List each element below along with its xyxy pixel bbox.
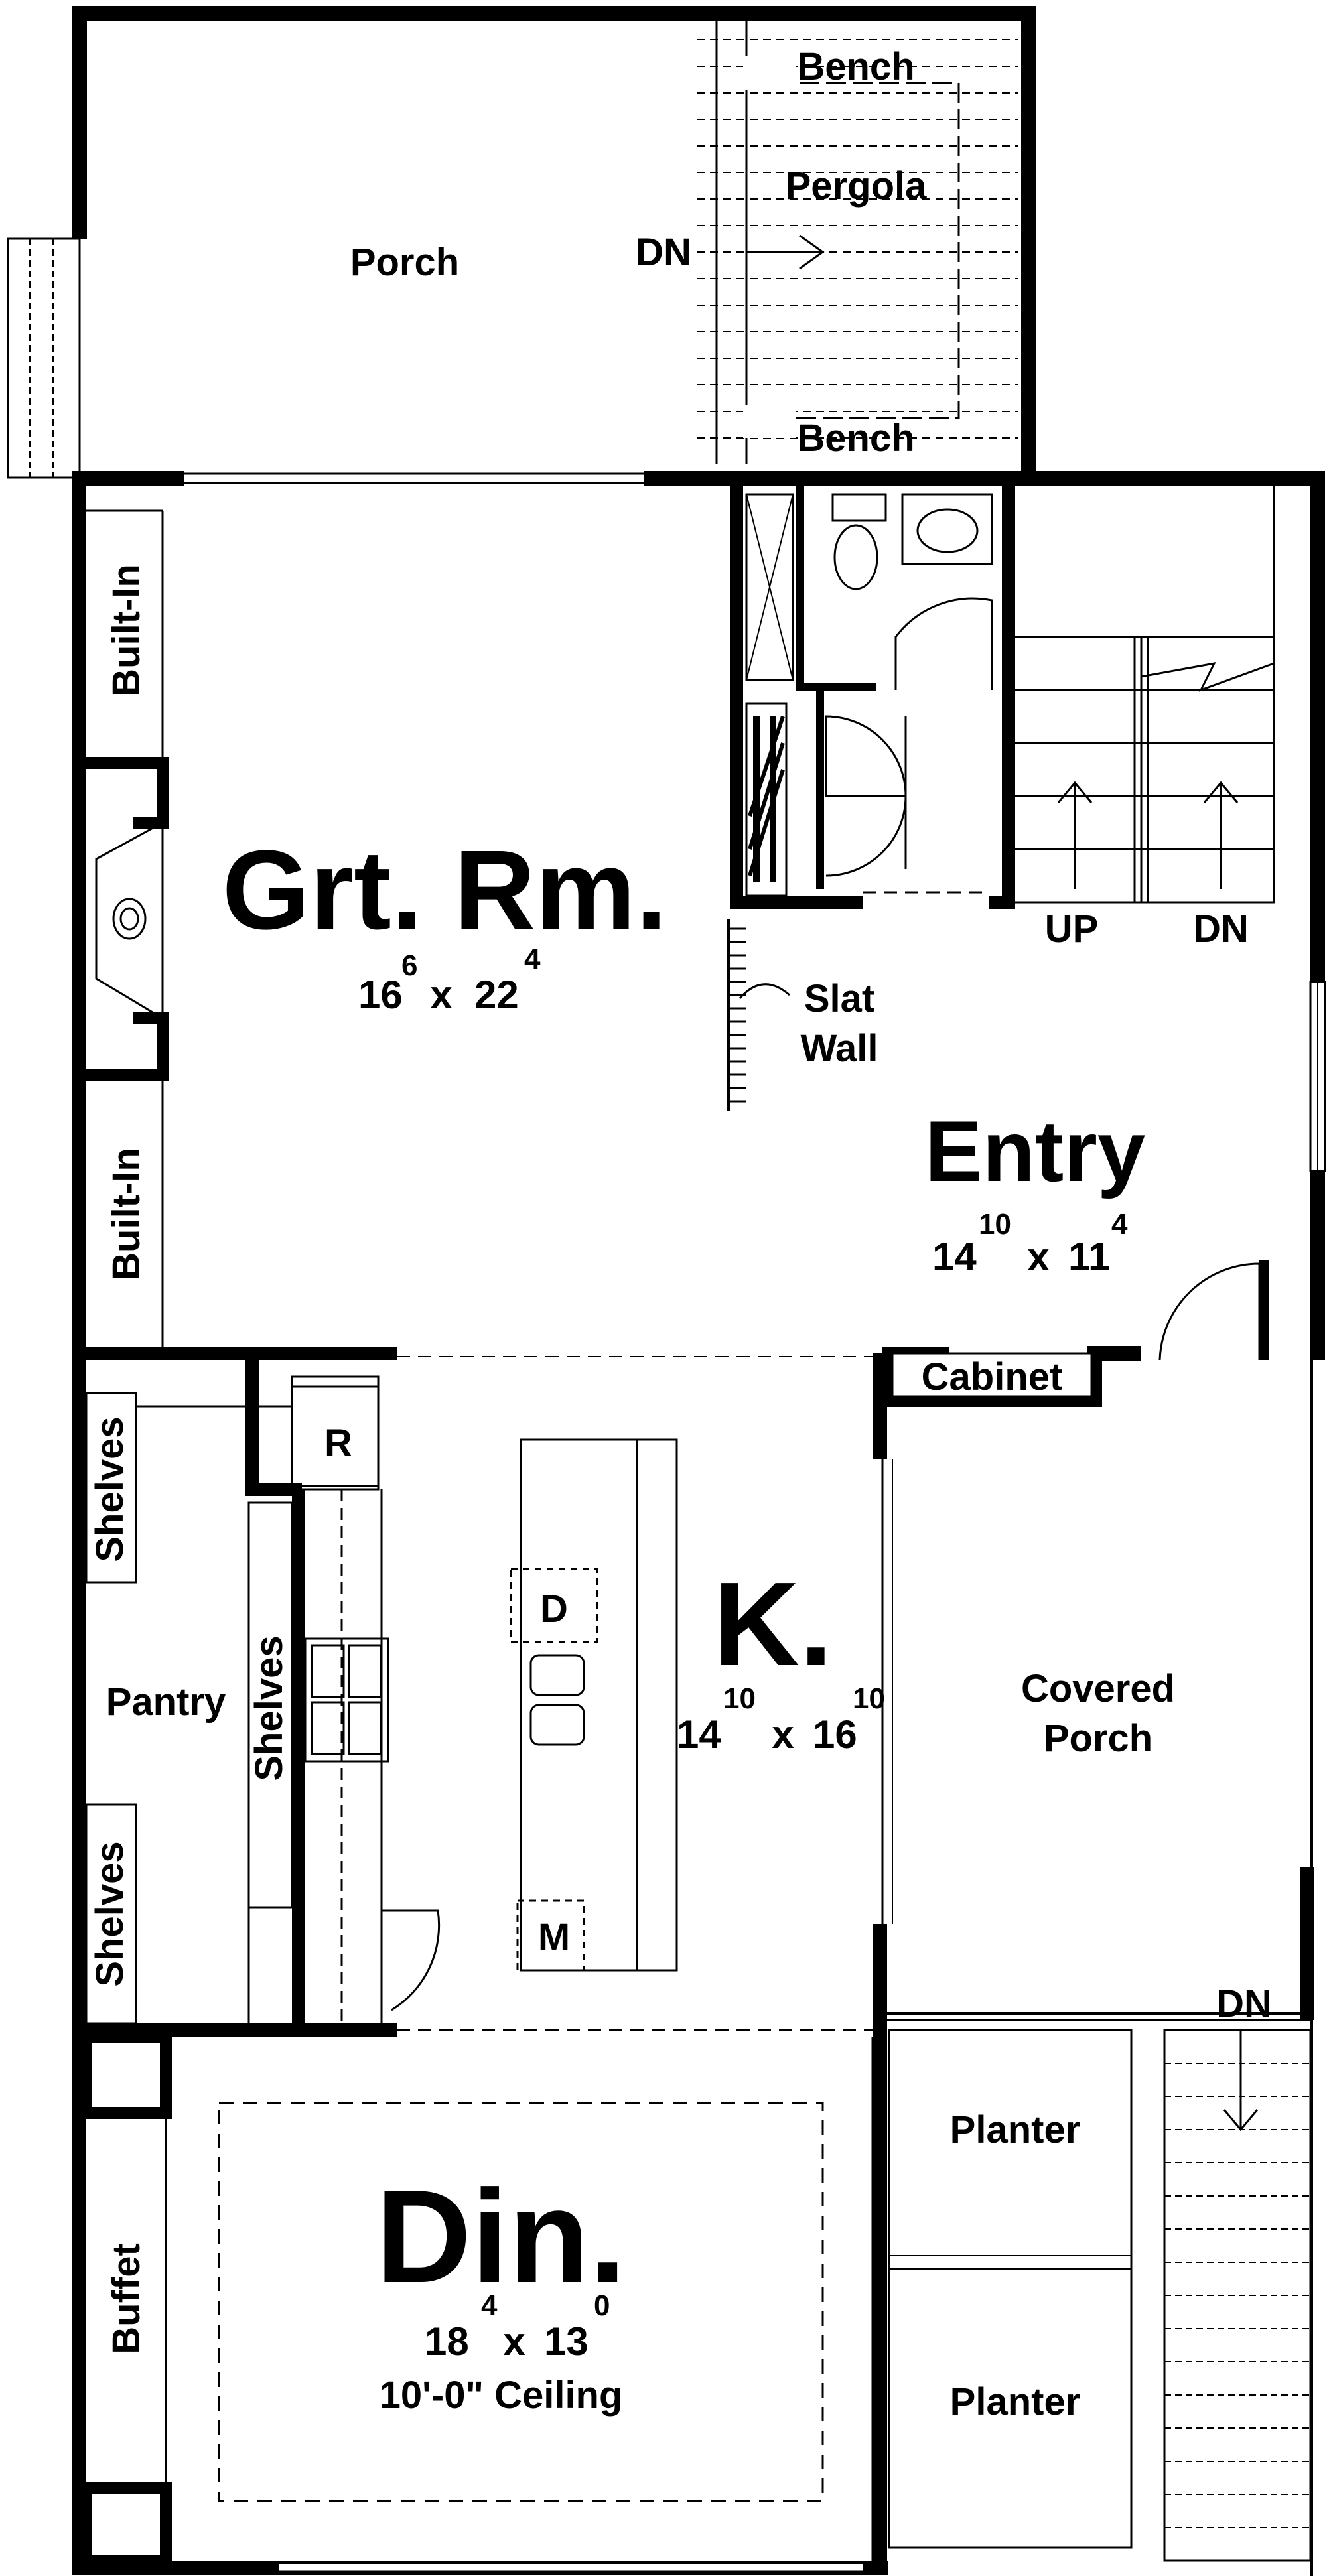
pergola-slats — [697, 39, 1018, 439]
dining-width-inches: 4 — [481, 2289, 498, 2322]
kitchen-fixtures — [245, 1356, 893, 2031]
kitchen-depth: 16 — [813, 1712, 857, 1757]
great-room-label: Grt. Rm. — [222, 827, 667, 953]
stair-dn-label: DN — [1193, 908, 1249, 951]
pantry-shelves — [85, 1392, 293, 2025]
buffet-label: Buffet — [105, 2243, 148, 2354]
cabinet-label: Cabinet — [922, 1355, 1063, 1398]
covered-porch-label-2: Porch — [1044, 1717, 1152, 1760]
entry-width: 14 — [932, 1235, 977, 1279]
covered-porch-area — [886, 1867, 1314, 2562]
built-in-bottom-label: Built-In — [105, 1148, 148, 1280]
dn-side-label: DN — [1216, 1982, 1272, 2025]
dining-depth-inches: 0 — [594, 2289, 610, 2322]
microwave-label: M — [538, 1916, 570, 1959]
entry-width-inches: 10 — [979, 1208, 1011, 1241]
planter-1-label: Planter — [950, 2108, 1081, 2151]
dn-porch-label: DN — [636, 231, 691, 274]
kitchen-x: x — [772, 1712, 794, 1757]
pantry-label: Pantry — [106, 1680, 226, 1724]
dining-ceiling-label: 10'-0" Ceiling — [380, 2374, 623, 2417]
entry-depth: 11 — [1068, 1235, 1110, 1279]
dining-x: x — [503, 2319, 525, 2364]
fireplace-wall — [86, 509, 169, 1347]
great-room-depth: 22 — [474, 973, 519, 1017]
dining-label: Din. — [376, 2163, 626, 2311]
dishwasher — [510, 1568, 598, 1643]
dining-depth: 13 — [544, 2319, 589, 2364]
entry-depth-inches: 4 — [1111, 1208, 1128, 1241]
kitchen-width: 14 — [677, 1712, 721, 1757]
great-room-depth-inches: 4 — [524, 943, 541, 975]
exterior-walls — [72, 471, 1325, 2576]
entry-x: x — [1027, 1235, 1049, 1279]
great-room-window — [184, 472, 644, 484]
porch-steps — [7, 237, 81, 479]
bench-bottom-label: Bench — [797, 417, 914, 460]
planter-2-label: Planter — [950, 2380, 1081, 2423]
porch-area — [7, 6, 1036, 479]
shelves-3-label: Shelves — [88, 1841, 131, 1986]
kitchen-depth-inches: 10 — [853, 1682, 885, 1715]
fridge-label: R — [324, 1422, 352, 1465]
cabinet-box — [878, 1346, 1141, 1407]
slat-wall — [727, 919, 790, 1111]
dining-area — [80, 2031, 874, 2573]
kitchen-label: K. — [713, 1558, 833, 1691]
shelves-1-label: Shelves — [88, 1416, 131, 1562]
main-stairs — [1007, 486, 1275, 904]
porch-wall — [72, 6, 1036, 471]
kitchen-width-inches: 10 — [723, 1682, 756, 1715]
microwave — [516, 1899, 585, 1972]
slat-label-2: Wall — [800, 1027, 878, 1070]
great-room-x: x — [430, 973, 452, 1017]
great-room-width-inches: 6 — [401, 949, 417, 982]
shelves-2-label: Shelves — [247, 1635, 291, 1781]
bench-top-label: Bench — [797, 45, 914, 88]
bath-closet — [730, 478, 1015, 909]
great-room-width: 16 — [358, 973, 403, 1017]
porch-label: Porch — [350, 241, 459, 284]
fireplace-icon — [112, 898, 147, 940]
slat-label-1: Slat — [804, 977, 874, 1020]
dining-width: 18 — [425, 2319, 469, 2364]
covered-porch-label-1: Covered — [1021, 1667, 1175, 1710]
entry-right-wall — [1158, 981, 1326, 1361]
built-in-top-label: Built-In — [105, 564, 148, 697]
stair-up-label: UP — [1045, 908, 1099, 951]
pergola-label: Pergola — [786, 165, 927, 208]
dishwasher-label: D — [540, 1588, 568, 1631]
entry-label: Entry — [925, 1103, 1145, 1199]
